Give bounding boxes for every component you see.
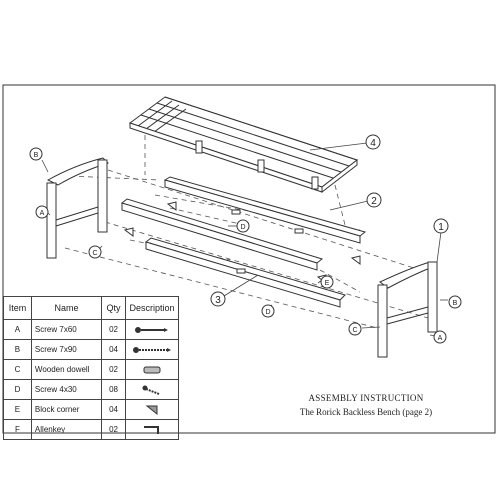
- caption-subtitle: The Rorick Backless Bench (page 2): [299, 407, 433, 417]
- callout-2: 2: [371, 196, 377, 207]
- row-qty: 04: [101, 399, 126, 420]
- callout-letter-c-right: C: [352, 327, 357, 334]
- seat-slats: [128, 96, 359, 194]
- inner-rail: [120, 198, 324, 271]
- callout-letter-d-bottom: D: [265, 309, 270, 316]
- callout-4: 4: [370, 138, 376, 149]
- row-item: E: [3, 399, 32, 420]
- row-name: Allenkey: [30, 419, 103, 440]
- corner-block-icon: [125, 399, 179, 420]
- row-item: D: [3, 379, 32, 400]
- row-name: Block corner: [30, 399, 103, 420]
- table-row: F Allenkey 02: [3, 419, 179, 440]
- right-end-frame: [377, 261, 438, 358]
- callout-letter-c-left: C: [92, 250, 97, 257]
- table-row: D Screw 4x30 08: [3, 379, 179, 400]
- row-qty: 02: [101, 419, 126, 440]
- header-item: Item: [3, 296, 32, 320]
- row-name: Screw 4x30: [30, 379, 103, 400]
- row-name: Screw 7x60: [30, 319, 103, 340]
- left-end-frame: [46, 157, 109, 259]
- parts-table: Item Name Qty Description A Screw 7x60 0…: [3, 296, 179, 440]
- row-qty: 08: [101, 379, 126, 400]
- allen-key-icon: [125, 419, 179, 440]
- screw-icon: [125, 319, 179, 340]
- header-description: Description: [125, 296, 179, 320]
- row-item: B: [3, 339, 32, 360]
- short-screw-icon: [125, 379, 179, 400]
- callout-1: 1: [438, 222, 444, 233]
- page-frame: [2, 84, 496, 434]
- table-row: C Wooden dowell 02: [3, 359, 179, 380]
- callout-letter-b-left: B: [34, 152, 39, 159]
- parts-table-header: Item Name Qty Description: [3, 296, 179, 320]
- row-qty: 04: [101, 339, 126, 360]
- callout-letter-e: E: [325, 280, 330, 287]
- dowel-icon: [125, 359, 179, 380]
- long-screw-icon: [125, 339, 179, 360]
- header-name: Name: [30, 296, 103, 320]
- table-row: A Screw 7x60 02: [3, 319, 179, 340]
- rail-part-2: [163, 176, 367, 244]
- row-qty: 02: [101, 319, 126, 340]
- table-row: B Screw 7x90 04: [3, 339, 179, 360]
- callout-letter-b-right: B: [453, 300, 458, 307]
- row-item: A: [3, 319, 32, 340]
- callout-letter-a-right: A: [438, 335, 443, 342]
- callout-letter-d-top: D: [240, 224, 245, 231]
- callout-circles: [29, 134, 462, 344]
- row-name: Wooden dowell: [30, 359, 103, 380]
- row-name: Screw 7x90: [30, 339, 103, 360]
- header-qty: Qty: [101, 296, 126, 320]
- callout-3: 3: [215, 295, 221, 306]
- caption-title: ASSEMBLY INSTRUCTION: [308, 393, 424, 403]
- callout-labels: 4 2 3 1 A B C D D E B C A: [34, 138, 458, 342]
- table-row: E Block corner 04: [3, 399, 179, 420]
- row-item: C: [3, 359, 32, 380]
- row-qty: 02: [101, 359, 126, 380]
- callout-letter-a-left: A: [40, 210, 45, 217]
- row-item: F: [3, 419, 32, 440]
